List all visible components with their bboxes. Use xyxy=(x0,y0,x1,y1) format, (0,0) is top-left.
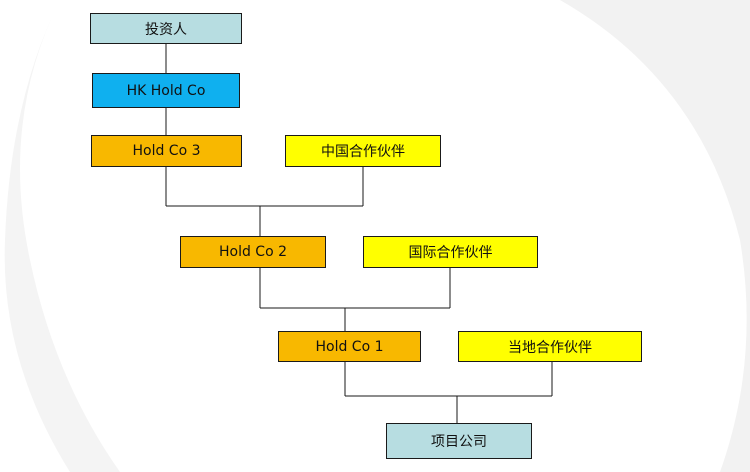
node-hk-hold-co-label: HK Hold Co xyxy=(126,82,206,99)
node-china-partner-label: 中国合作伙伴 xyxy=(321,144,405,160)
node-project-company-label: 项目公司 xyxy=(431,434,487,450)
node-hold-co-1: Hold Co 1 xyxy=(278,331,421,362)
node-local-partner: 当地合作伙伴 xyxy=(458,331,642,362)
node-hold-co-3: Hold Co 3 xyxy=(91,135,242,167)
node-hk-hold-co: HK Hold Co xyxy=(92,73,240,108)
node-investor: 投资人 xyxy=(90,13,242,44)
node-hold-co-3-label: Hold Co 3 xyxy=(132,143,201,159)
node-hold-co-2-label: Hold Co 2 xyxy=(218,244,288,260)
node-china-partner: 中国合作伙伴 xyxy=(285,135,441,167)
node-intl-partner-label: 国际合作伙伴 xyxy=(408,245,493,261)
node-hold-co-2: Hold Co 2 xyxy=(180,236,326,268)
node-investor-label: 投资人 xyxy=(145,21,187,38)
node-intl-partner: 国际合作伙伴 xyxy=(363,236,538,268)
node-local-partner-label: 当地合作伙伴 xyxy=(508,339,592,356)
node-project-company: 项目公司 xyxy=(386,423,532,459)
node-hold-co-1-label: Hold Co 1 xyxy=(315,338,384,355)
